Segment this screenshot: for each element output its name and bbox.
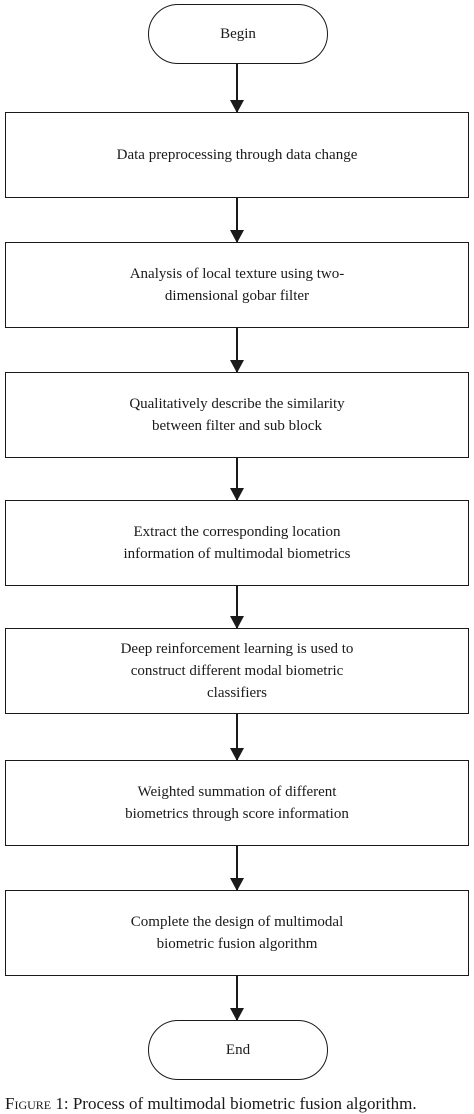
step-2-line-2: dimensional gobar filter	[164, 288, 310, 304]
step-7-box: Complete the design of multimodal biomet…	[5, 890, 469, 976]
step-2-line-1: Analysis of local texture using two-	[129, 266, 345, 282]
step-4-line-1: Extract the corresponding location	[133, 524, 341, 540]
start-node: Begin	[148, 4, 328, 64]
step-6-box: Weighted summation of different biometri…	[5, 760, 469, 846]
step-7-line-1: Complete the design of multimodal	[130, 914, 344, 930]
arrow-step-1-to-step-2	[230, 198, 244, 243]
figure-caption-label: Figure 1:	[5, 1094, 69, 1113]
step-1-line-1: Data preprocessing through data change	[116, 147, 358, 163]
arrow-step-4-to-step-5	[230, 586, 244, 629]
step-5-box: Deep reinforcement learning is used to c…	[5, 628, 469, 714]
end-node: End	[148, 1020, 328, 1080]
arrow-step-7-to-end	[230, 976, 244, 1021]
step-1-box: Data preprocessing through data change	[5, 112, 469, 198]
step-5-line-2: construct different modal biometric	[130, 663, 344, 679]
step-3-line-2: between filter and sub block	[152, 418, 322, 434]
step-4-box: Extract the corresponding location infor…	[5, 500, 469, 586]
step-6-line-1: Weighted summation of different	[137, 784, 337, 800]
arrow-step-3-to-step-4	[230, 458, 244, 501]
step-3-box: Qualitatively describe the similarity be…	[5, 372, 469, 458]
end-label: End	[225, 1041, 251, 1058]
arrow-step-2-to-step-3	[230, 328, 244, 373]
step-3-line-1: Qualitatively describe the similarity	[129, 396, 345, 412]
arrow-step-5-to-step-6	[230, 714, 244, 761]
arrow-start-to-step-1	[230, 64, 244, 113]
step-2-box: Analysis of local texture using two- dim…	[5, 242, 469, 328]
figure-caption-text: Process of multimodal biometric fusion a…	[72, 1094, 417, 1113]
start-label: Begin	[220, 25, 256, 42]
step-4-line-2: information of multimodal biometrics	[123, 546, 351, 562]
arrow-step-6-to-step-7	[230, 846, 244, 891]
step-7-line-2: biometric fusion algorithm	[156, 936, 318, 952]
figure-caption: Figure 1: Process of multimodal biometri…	[5, 1094, 417, 1114]
step-5-line-3: classifiers	[207, 685, 267, 701]
step-5-line-1: Deep reinforcement learning is used to	[120, 641, 354, 657]
step-6-line-2: biometrics through score information	[125, 806, 349, 822]
